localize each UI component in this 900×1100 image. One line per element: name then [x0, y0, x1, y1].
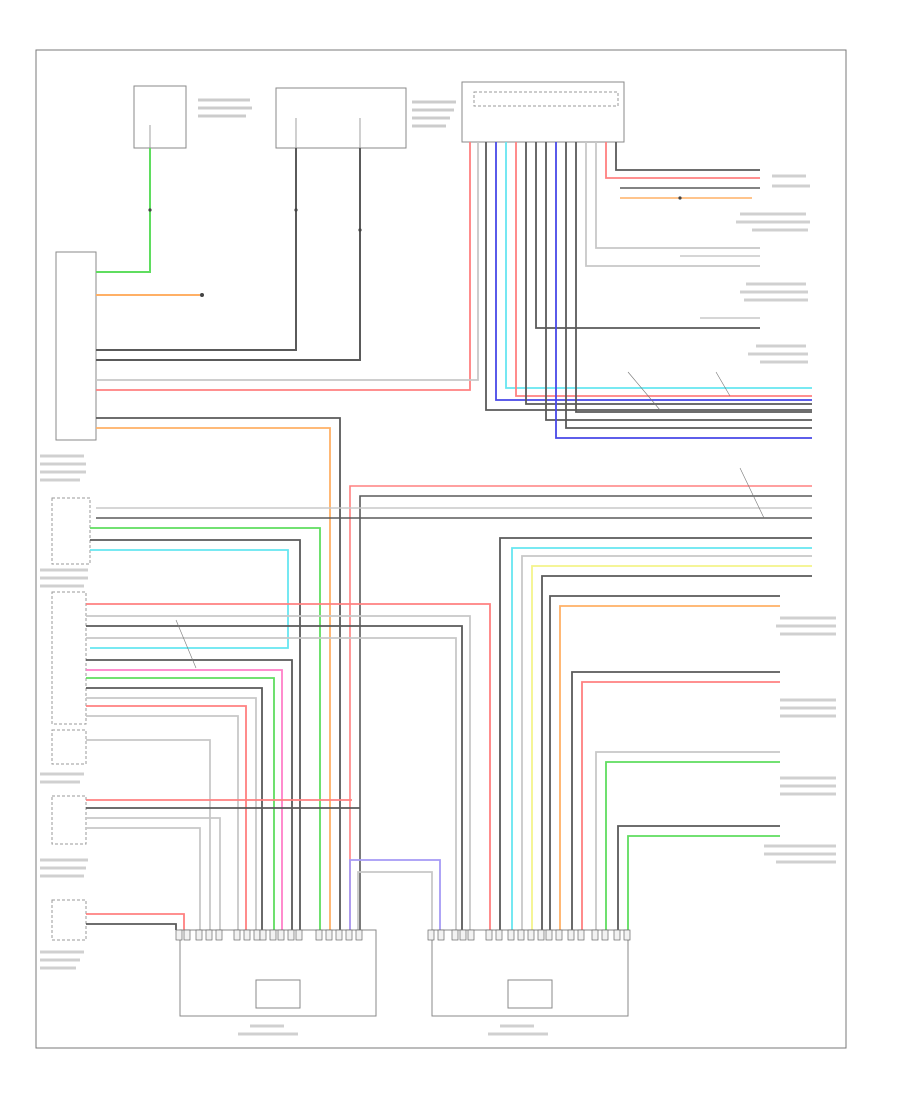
wire-gray-pair-top — [96, 148, 361, 361]
wire-right-lower-bundle — [499, 537, 812, 930]
left-module-five — [51, 795, 87, 845]
bottom-right-pins — [427, 929, 631, 941]
bottom-captions — [238, 1024, 548, 1036]
left-module-upper — [55, 251, 97, 441]
splice-points — [148, 196, 682, 297]
wire-left-upper-to-bottom — [96, 417, 341, 930]
bottom-left-pins — [175, 929, 363, 941]
top-center-connector-box — [275, 87, 407, 149]
top-left-sensor-note — [198, 98, 252, 118]
wire-left-three — [86, 603, 491, 930]
sheet-border — [35, 49, 847, 1049]
bottom-connector-right — [431, 929, 629, 1017]
left-module-four — [51, 729, 87, 765]
wire-left-four-five — [86, 739, 360, 930]
left-module-six — [51, 899, 87, 941]
top-left-sensor-box — [133, 85, 187, 149]
top-right-module-box — [461, 81, 625, 143]
left-module-two — [51, 497, 91, 565]
wire-left-six — [86, 913, 185, 930]
right-side-labels — [736, 174, 836, 864]
wire-right-stubs — [620, 187, 760, 319]
wire-middle-crossing — [96, 485, 812, 930]
top-center-note — [412, 100, 456, 128]
leader-lines — [175, 371, 765, 669]
left-side-labels — [40, 454, 88, 970]
bottom-connector-left — [179, 929, 377, 1017]
left-module-three — [51, 591, 87, 725]
wire-bundle-top-right — [96, 142, 812, 439]
wire-green-sensor — [96, 148, 151, 273]
wire-violet-loop — [349, 859, 441, 930]
